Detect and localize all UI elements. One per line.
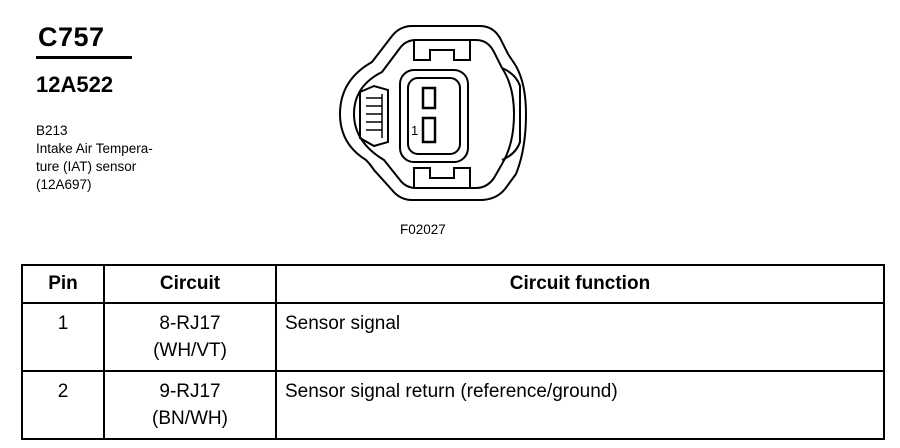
connector-housing-outline xyxy=(338,25,528,201)
pin-cell: 2 xyxy=(21,370,105,440)
description-line: Intake Air Tempera- xyxy=(36,141,153,156)
function-cell: Sensor signal return (reference/ground) xyxy=(275,370,885,440)
top-key xyxy=(413,40,471,61)
right-tab xyxy=(501,67,521,161)
pin-cell: 1 xyxy=(21,302,105,372)
function-cell: Sensor signal xyxy=(275,302,885,372)
table-header-row: Pin Circuit Circuit function xyxy=(21,264,885,304)
bottom-key xyxy=(413,167,471,188)
circuit-cell: 8-RJ17 (WH/VT) xyxy=(103,302,277,372)
terminal-2 xyxy=(421,86,437,110)
component-description: B213 Intake Air Tempera- ture (IAT) sens… xyxy=(36,122,153,194)
figure-id: F02027 xyxy=(400,222,446,237)
connector-id-underline xyxy=(36,56,132,59)
part-number: 12A522 xyxy=(36,72,114,97)
table-row: 1 8-RJ17 (WH/VT) Sensor signal xyxy=(21,302,885,372)
description-line: (12A697) xyxy=(36,177,92,192)
wire-color: (WH/VT) xyxy=(153,340,227,361)
latch-ribs xyxy=(366,94,383,138)
pin-1-label: 1 xyxy=(411,123,419,138)
pin-cavity-inner xyxy=(407,77,461,155)
circuit-cell: 9-RJ17 (BN/WH) xyxy=(103,370,277,440)
pin-cavity-outer xyxy=(399,69,469,163)
connector-face-diagram xyxy=(338,25,528,201)
connector-id: C757 xyxy=(38,22,105,52)
header-pin: Pin xyxy=(21,264,105,304)
pinout-table: Pin Circuit Circuit function 1 8-RJ17 (W… xyxy=(21,264,885,440)
table-row: 2 9-RJ17 (BN/WH) Sensor signal return (r… xyxy=(21,370,885,440)
circuit-number: 9-RJ17 xyxy=(159,381,221,402)
header-circuit-function: Circuit function xyxy=(275,264,885,304)
latch xyxy=(359,84,389,148)
description-line: ture (IAT) sensor xyxy=(36,159,137,174)
terminal-1 xyxy=(421,116,437,144)
wire-color: (BN/WH) xyxy=(152,408,228,429)
header-circuit: Circuit xyxy=(103,264,277,304)
component-code: B213 xyxy=(36,123,68,138)
circuit-number: 8-RJ17 xyxy=(159,313,221,334)
